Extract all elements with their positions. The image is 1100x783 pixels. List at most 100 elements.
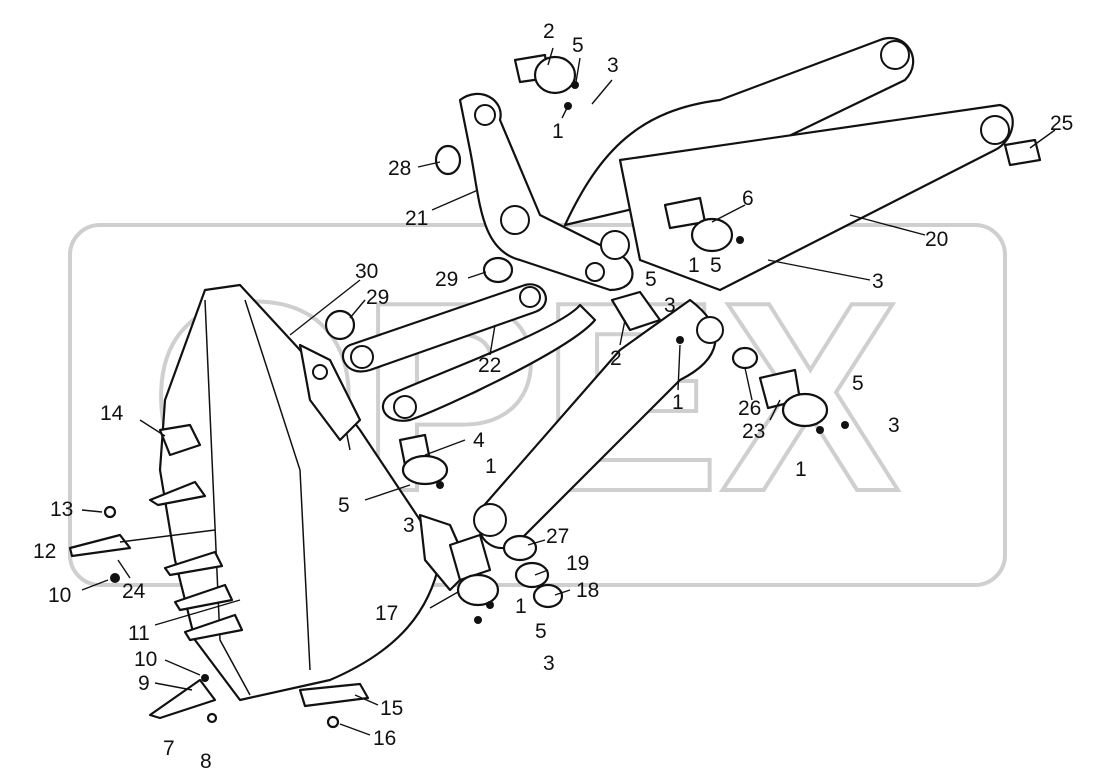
nut-1-middle <box>676 336 684 344</box>
lower-link-rod <box>381 303 597 422</box>
label-part-1-lower-right: 1 <box>795 458 807 481</box>
rocker-mid-hole <box>500 205 530 235</box>
label-part-1-bottom: 1 <box>515 595 527 618</box>
label-part-5-middle: 5 <box>645 268 657 291</box>
leader-5-left <box>364 484 411 501</box>
leader-2-middle <box>619 319 626 346</box>
leader-16 <box>339 723 371 736</box>
label-part-14: 14 <box>100 402 124 425</box>
tooth-2 <box>163 550 224 577</box>
label-part-30: 30 <box>355 260 378 283</box>
part-labels: 2 5 3 1 25 28 21 6 20 1 5 3 30 29 29 5 3… <box>33 20 1073 773</box>
label-part-3-lower-right: 3 <box>888 414 900 437</box>
rocker-arm-body <box>458 92 634 292</box>
leader-lines <box>81 47 1056 736</box>
leader-2-top <box>547 47 554 66</box>
label-part-28: 28 <box>388 157 411 180</box>
pin-2-top-flange <box>533 55 577 95</box>
tooth-4 <box>183 613 244 642</box>
bushing-29-lower <box>324 309 356 341</box>
label-part-1-right: 1 <box>688 254 700 277</box>
leader-6 <box>711 204 746 223</box>
leader-3-right <box>767 259 871 281</box>
leader-12 <box>119 529 216 543</box>
bolt-8 <box>206 712 218 724</box>
label-part-1-top: 1 <box>552 120 564 143</box>
leader-30 <box>289 279 361 336</box>
leader-18 <box>554 589 571 596</box>
leader-14 <box>139 419 166 437</box>
boom-top-pin-hole <box>880 40 910 70</box>
label-part-3-right: 3 <box>872 270 884 293</box>
pin-2-middle-plate <box>610 290 662 332</box>
leader-17 <box>429 591 459 609</box>
leader-19 <box>534 569 549 576</box>
leader-15 <box>354 694 379 706</box>
bushing-29-upper <box>482 256 514 284</box>
label-part-3-top: 3 <box>607 54 619 77</box>
label-part-16: 16 <box>373 727 396 750</box>
upper-link-left-hole <box>350 345 374 369</box>
label-part-5-left: 5 <box>338 494 350 517</box>
upper-link-rod <box>341 283 547 373</box>
upper-link-right-hole <box>519 286 541 308</box>
leader-4 <box>424 439 466 456</box>
leader-10-bottom <box>164 659 201 676</box>
nut-5-top <box>571 81 579 89</box>
label-part-10-bottom: 10 <box>134 648 157 671</box>
rocker-arm <box>458 92 634 292</box>
link-rods <box>341 283 597 422</box>
label-part-2-middle: 2 <box>610 347 622 370</box>
bushing-26 <box>731 346 759 370</box>
leader-27 <box>527 539 546 546</box>
leader-23 <box>769 399 781 421</box>
label-part-3-bottom: 3 <box>543 652 555 675</box>
tooth-3 <box>173 583 234 612</box>
leader-29-upper <box>467 271 487 279</box>
label-part-18: 18 <box>576 579 599 602</box>
pin-4-flange <box>401 454 449 486</box>
label-part-27: 27 <box>546 525 569 548</box>
label-part-5-lower-right: 5 <box>852 372 864 395</box>
label-part-29-left: 29 <box>366 286 389 309</box>
nut-10-bottom <box>201 674 209 682</box>
tooth-1 <box>148 480 207 507</box>
boom-arm <box>473 37 1014 550</box>
leader-29-left <box>349 299 366 319</box>
label-part-9: 9 <box>138 672 150 695</box>
leader-5-top <box>575 57 581 83</box>
leader-25 <box>1029 129 1056 149</box>
rocker-side-hole <box>600 230 630 260</box>
label-part-5-top: 5 <box>572 34 584 57</box>
boom-right-pin-hole <box>980 115 1010 145</box>
side-cutter-part-14 <box>158 423 202 457</box>
label-part-12: 12 <box>33 540 56 563</box>
bucket-back-edge <box>244 299 311 671</box>
bucket-inner-edge <box>204 299 251 696</box>
plate-15 <box>298 682 370 708</box>
bushing-28 <box>434 144 462 176</box>
label-part-21: 21 <box>405 207 428 230</box>
leader-1-top <box>561 105 569 119</box>
lower-link-hole <box>393 395 417 419</box>
nut-5-right <box>841 421 849 429</box>
leader-21 <box>431 189 479 211</box>
label-part-24: 24 <box>122 580 146 603</box>
leader-22 <box>489 324 496 356</box>
leader-9 <box>154 682 193 691</box>
tooth-adapter-part-12 <box>68 533 132 558</box>
label-part-5-right: 5 <box>710 254 722 277</box>
label-part-10-left: 10 <box>48 584 71 607</box>
label-part-29-upper: 29 <box>435 268 458 291</box>
washer-5-right <box>736 236 744 244</box>
nut-1-left <box>436 481 444 489</box>
label-part-4: 4 <box>473 429 485 452</box>
nut-1-bottom <box>486 601 494 609</box>
washer-19 <box>514 561 550 589</box>
bucket-ear-hole <box>312 364 328 380</box>
label-part-11: 11 <box>128 622 150 645</box>
label-part-22: 22 <box>478 354 501 377</box>
label-part-7: 7 <box>163 737 175 760</box>
bucket-teeth <box>68 480 244 720</box>
